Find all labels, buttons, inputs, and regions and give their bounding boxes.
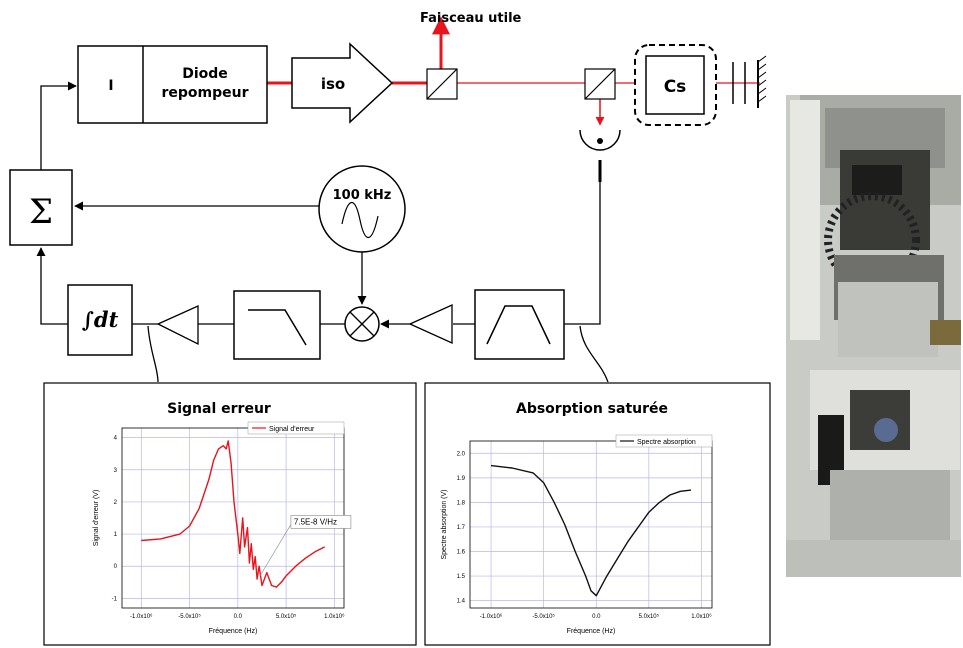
annotation-leader	[259, 524, 292, 577]
slope-annotation: 7.5E-8 V/Hz	[294, 517, 337, 526]
integral-symbol: ∫dt	[82, 307, 119, 332]
band-pass-filter	[474, 289, 565, 360]
y-tick-label: 3	[114, 468, 118, 474]
y-axis-label: Signal d'erreur (V)	[93, 490, 100, 547]
legend-box	[615, 434, 713, 448]
legend-label: Spectre absorption	[637, 439, 696, 446]
isolator-block: iso	[291, 42, 394, 124]
plot-frame	[469, 440, 713, 609]
beam-splitter-1	[426, 68, 458, 100]
sum-symbol: Σ	[29, 192, 53, 232]
x-tick-label: 5.0x10⁵	[276, 613, 297, 620]
diode-label-line2: repompeur	[161, 85, 248, 101]
x-tick-label: 1.0x10⁶	[691, 613, 712, 620]
amplifier-2	[408, 303, 453, 345]
laser-diode-block: I Diode repompeur	[77, 45, 268, 124]
mirror	[757, 55, 767, 108]
amplifier-1	[156, 304, 199, 346]
y-tick-label: 1.6	[457, 550, 466, 556]
cs-label: Cs	[664, 77, 687, 97]
y-tick-label: 1.8	[457, 500, 466, 506]
series-line-0	[490, 464, 692, 597]
signal-erreur-title: Signal erreur	[167, 401, 271, 417]
y-tick-label: 1	[114, 532, 118, 538]
x-tick-label: 1.0x10⁶	[324, 613, 345, 620]
x-tick-label: -1.0x10⁶	[130, 613, 153, 620]
absorption-chart: -1.0x10⁶ -5.0x10⁵ 0.0 5.0x10⁵ 1.0x10⁶ 2.0 1.9 1…	[441, 434, 713, 635]
oscillator-100khz: 100 kHz	[318, 165, 406, 253]
y-tick-label: 1.5	[457, 574, 466, 580]
x-tick-label: 0.0	[234, 614, 243, 620]
faisceau-utile-label: Faisceau utile	[420, 11, 522, 26]
iso-label: iso	[321, 75, 345, 93]
x-tick-label: -5.0x10⁵	[178, 613, 201, 620]
integrator-block: ∫dt	[67, 284, 133, 356]
y-tick-label: 2.0	[457, 451, 466, 457]
x-axis-label: Fréquence (Hz)	[209, 628, 258, 635]
cesium-cell: Cs	[634, 44, 717, 126]
legend-box	[247, 421, 345, 435]
x-tick-label: 0.0	[592, 614, 601, 620]
series-line-0	[141, 440, 326, 588]
y-axis-label: Spectre absorption (V)	[441, 489, 448, 559]
low-pass-filter	[233, 290, 321, 360]
annotation-box	[290, 515, 352, 529]
quarter-wave-plate	[732, 62, 746, 104]
y-tick-label: -1	[112, 596, 118, 602]
oscillator-label: 100 kHz	[333, 188, 392, 203]
y-tick-label: 4	[114, 436, 118, 442]
y-tick-label: 2	[114, 500, 118, 506]
signal-wires	[36, 81, 609, 383]
integrator-i-label: I	[108, 78, 113, 94]
diode-label-line1: Diode	[182, 66, 228, 82]
legend-label: Signal d'erreur	[269, 426, 315, 433]
y-tick-label: 0	[114, 564, 118, 570]
setup-photo	[786, 95, 961, 577]
absorption-panel: Absorption saturée	[424, 382, 771, 646]
y-tick-label: 1.4	[457, 599, 466, 605]
x-tick-label: -1.0x10⁶	[480, 613, 503, 620]
x-axis-label: Fréquence (Hz)	[567, 628, 616, 635]
beam-splitter-2	[584, 68, 616, 100]
absorption-title: Absorption saturée	[516, 401, 668, 417]
x-tick-label: -5.0x10⁵	[532, 613, 555, 620]
error-signal-chart: -1.0x10⁶ -5.0x10⁵ 0.0 5.0x10⁵ 1.0x10⁶ 4 3 2 1 0 -1…	[93, 421, 352, 635]
signal-erreur-panel: Signal erreur	[43, 382, 417, 646]
x-tick-label: 5.0x10⁵	[639, 613, 660, 620]
sum-block: Σ	[9, 169, 73, 246]
y-tick-label: 1.7	[457, 525, 466, 531]
y-tick-label: 1.9	[457, 476, 466, 482]
mixer	[344, 306, 380, 342]
photodiode	[579, 129, 621, 182]
